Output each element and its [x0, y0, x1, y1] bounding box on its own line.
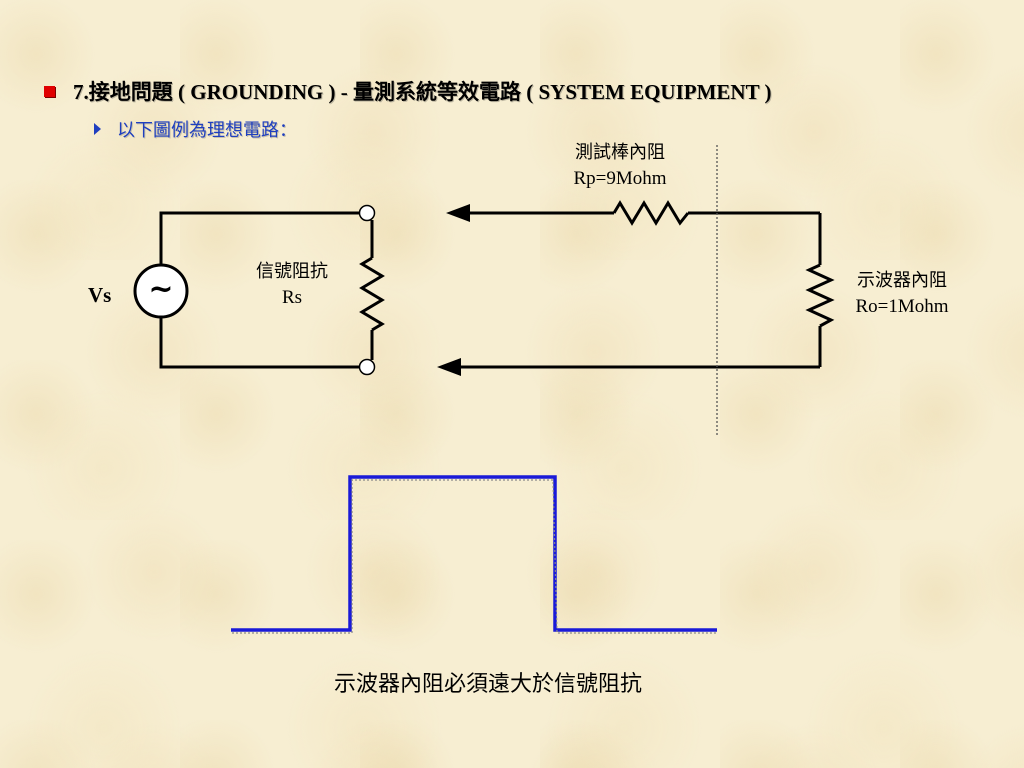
arrow-left-top-icon	[446, 204, 470, 222]
ro-label: 示波器內阻 Ro=1Mohm	[842, 268, 962, 320]
rs-name: 信號阻抗	[256, 261, 328, 282]
ro-value: Ro=1Mohm	[855, 296, 949, 317]
source-loop-wires	[159, 211, 374, 369]
slide-title: 7.接地問題 ( GROUNDING ) - 量測系統等效電路 ( SYSTEM…	[73, 80, 772, 104]
source-symbol: ~	[148, 272, 174, 307]
ro-name: 示波器內阻	[857, 270, 947, 291]
rp-value: Rp=9Mohm	[573, 168, 667, 189]
red-square-bullet-icon	[44, 85, 55, 97]
rs-label: 信號阻抗 Rs	[244, 259, 340, 311]
terminal-top-icon	[358, 204, 376, 222]
pulse-waveform-shadow	[232, 479, 717, 634]
subtitle-bullet: 以下圖例為理想電路：	[94, 116, 297, 142]
vs-label: Vs	[88, 283, 112, 307]
probe-loop-wires	[455, 211, 822, 369]
voltage-source-icon	[133, 263, 189, 319]
terminal-bottom-icon	[358, 358, 376, 376]
ro-resistor-icon	[805, 263, 835, 328]
triangle-bullet-icon	[94, 123, 101, 135]
rp-resistor-icon	[612, 200, 690, 226]
arrow-left-bottom-icon	[437, 358, 461, 376]
pulse-waveform	[231, 475, 717, 632]
rp-name: 測試棒內阻	[575, 142, 665, 163]
caption-text: 示波器內阻必須遠大於信號阻抗	[333, 672, 642, 697]
title-bullet: 7.接地問題 ( GROUNDING ) - 量測系統等效電路 ( SYSTEM…	[44, 77, 771, 105]
rs-value: Rs	[281, 287, 303, 308]
slide-subtitle: 以下圖例為理想電路：	[117, 120, 297, 141]
rs-resistor-icon	[359, 256, 385, 332]
rp-label: 測試棒內阻 Rp=9Mohm	[562, 140, 678, 192]
